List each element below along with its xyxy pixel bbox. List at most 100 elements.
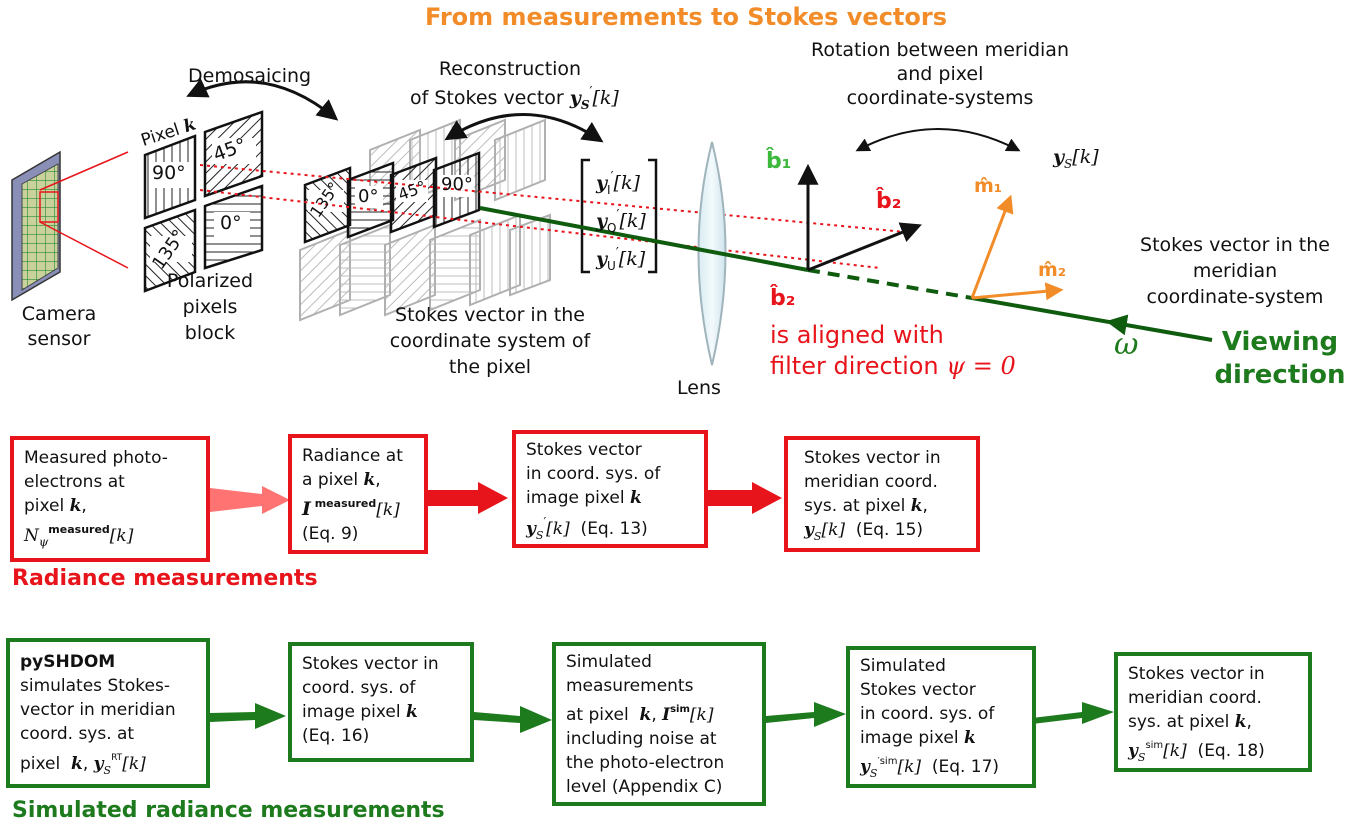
s2-line2: coord. sys. of bbox=[302, 678, 416, 698]
s5-line3: sys. at pixel k, bbox=[1128, 712, 1252, 732]
demosaicing-label: Demosaicing bbox=[188, 65, 312, 87]
s2-line4: (Eq. 16) bbox=[302, 726, 370, 746]
b2-aligned-line2: filter direction bbox=[770, 352, 939, 380]
reconstruction-line1: Reconstruction bbox=[438, 58, 582, 80]
r2-line4: (Eq. 9) bbox=[302, 524, 359, 544]
psi-equation: ψ = 0 bbox=[946, 352, 1016, 380]
reconstruction-arrow bbox=[444, 113, 604, 143]
s3-line5: the photo-electron bbox=[566, 753, 725, 773]
r3-line1: Stokes vector bbox=[526, 440, 642, 460]
s4-line5: yS′sim[k] (Eq. 17) bbox=[860, 756, 1000, 780]
b-axes bbox=[797, 163, 922, 272]
lens-label: Lens bbox=[677, 377, 721, 399]
s4-line2: Stokes vector bbox=[860, 680, 976, 700]
radiance-measurements-label: Radiance measurements bbox=[12, 566, 318, 591]
s1-line5: pixel k, ySRT[k] bbox=[20, 753, 146, 777]
s2-line1: Stokes vector in bbox=[302, 654, 439, 674]
m-axes bbox=[970, 194, 1064, 301]
rotation-arrow bbox=[855, 128, 1021, 152]
camera-line1: Camera bbox=[21, 303, 97, 325]
r4-line2: meridian coord. bbox=[804, 472, 938, 492]
b2-label-top: b̂₂ bbox=[876, 189, 902, 214]
r3-line3: image pixel k bbox=[526, 488, 642, 508]
simulated-box-1: pySHDOM simulates Stokes- vector in meri… bbox=[6, 638, 210, 788]
s1-line1: pySHDOM bbox=[20, 652, 116, 672]
rotation-line1: Rotation between meridian bbox=[810, 39, 1069, 61]
r2-line1: Radiance at bbox=[302, 446, 403, 466]
s2-line3: image pixel k bbox=[302, 702, 418, 722]
stokes-pixel-label: Stokes vector in the coordinate system o… bbox=[360, 302, 620, 380]
stokes-pixel-line2: coordinate system of bbox=[389, 330, 591, 352]
s3-line2: measurements bbox=[566, 676, 694, 696]
stokes-meridian-label: Stokes vector in the meridian coordinate… bbox=[1110, 232, 1360, 310]
s4-line4: image pixel k bbox=[860, 728, 976, 748]
viewing-direction-label: Viewing direction bbox=[1200, 326, 1360, 392]
b2-label-bottom: b̂₂ bbox=[770, 286, 796, 311]
reconstruction-label: Reconstruction of Stokes vector yS′[k] bbox=[410, 58, 619, 112]
rotation-label: Rotation between meridian and pixel coor… bbox=[760, 38, 1120, 110]
r1-line4: Nψmeasured[k] bbox=[24, 523, 134, 549]
s1-line2: simulates Stokes- bbox=[20, 676, 170, 696]
polarized-pixels-label: Polarized pixels block bbox=[150, 268, 270, 346]
ys-k-label: yS[k] bbox=[1053, 146, 1099, 171]
red-dotted-rays bbox=[199, 164, 906, 269]
diagram-title: From measurements to Stokes vectors bbox=[424, 3, 948, 31]
s1-line3: vector in meridian bbox=[20, 700, 176, 720]
simulated-box-5: Stokes vector in meridian coord. sys. at… bbox=[1114, 652, 1312, 772]
polarized-line2: pixels bbox=[182, 296, 238, 318]
s4-line1: Simulated bbox=[860, 656, 946, 676]
s5-line1: Stokes vector in bbox=[1128, 664, 1265, 684]
s3-line1: Simulated bbox=[566, 652, 652, 672]
stokes-meridian-line1: Stokes vector in the bbox=[1140, 234, 1330, 256]
m2-label: m̂₂ bbox=[1038, 259, 1067, 281]
vector-entry-I: yI′[k] bbox=[596, 170, 640, 197]
camera-sensor-label: Camera sensor bbox=[14, 302, 104, 352]
r3-line2: in coord. sys. of bbox=[526, 464, 661, 484]
simulated-box-3: Simulated measurements at pixel k, Isim[… bbox=[552, 642, 766, 806]
camera-line2: sensor bbox=[27, 328, 91, 350]
viewing-line2: direction bbox=[1214, 360, 1346, 390]
green-flow-arrows bbox=[210, 702, 1114, 733]
simulated-box-4: Simulated Stokes vector in coord. sys. o… bbox=[846, 646, 1036, 788]
stokes-pixel-line3: the pixel bbox=[448, 356, 532, 378]
m1-label: m̂₁ bbox=[974, 175, 1003, 197]
r2-line3: I measured[k] bbox=[302, 497, 400, 520]
s3-line4: including noise at bbox=[566, 729, 717, 749]
radiance-box-2: Radiance at a pixel k, I measured[k] (Eq… bbox=[288, 434, 428, 554]
viewing-line1: Viewing bbox=[1221, 327, 1339, 357]
radiance-box-1: Measured photo- electrons at pixel k, Nψ… bbox=[10, 436, 210, 562]
viewing-line bbox=[479, 206, 1213, 342]
r1-line1: Measured photo- bbox=[24, 448, 168, 468]
r2-line2: a pixel k, bbox=[302, 470, 381, 490]
stokes-meridian-line3: coordinate-system bbox=[1146, 286, 1324, 308]
simulated-measurements-label: Simulated radiance measurements bbox=[12, 798, 445, 823]
vector-entry-Q: yQ′[k] bbox=[596, 208, 646, 235]
s1-line4: coord. sys. at bbox=[20, 724, 135, 744]
rotation-line3: coordinate-systems bbox=[846, 87, 1034, 109]
angle-0: 0° bbox=[220, 212, 242, 234]
polarized-pixel-block bbox=[143, 110, 264, 293]
angle-90: 90° bbox=[152, 162, 186, 184]
b1-label: b̂₁ bbox=[766, 149, 792, 174]
r4-line1: Stokes vector in bbox=[804, 448, 941, 468]
red-flow-arrows bbox=[210, 482, 782, 514]
omega-label: ω bbox=[1114, 327, 1139, 362]
r4-line4: yS[k] (Eq. 15) bbox=[804, 520, 924, 543]
s3-line3: at pixel k, Isim[k] bbox=[566, 704, 714, 725]
s4-line3: in coord. sys. of bbox=[860, 704, 995, 724]
r3-line4: yS′[k] (Eq. 13) bbox=[526, 515, 648, 542]
s5-line4: ySsim[k] (Eq. 18) bbox=[1128, 740, 1265, 764]
polarized-line3: block bbox=[184, 322, 236, 344]
r1-line3: pixel k, bbox=[24, 496, 87, 516]
radiance-box-4: Stokes vector in meridian coord. sys. at… bbox=[784, 436, 980, 552]
rotation-line2: and pixel bbox=[896, 63, 984, 85]
s5-line2: meridian coord. bbox=[1128, 688, 1262, 708]
simulated-box-2: Stokes vector in coord. sys. of image pi… bbox=[288, 642, 474, 762]
r1-line2: electrons at bbox=[24, 472, 125, 492]
b2-aligned-line1: is aligned with bbox=[770, 321, 944, 349]
radiance-box-3: Stokes vector in coord. sys. of image pi… bbox=[512, 430, 708, 548]
reconstruction-line2: of Stokes vector bbox=[410, 87, 564, 109]
stokes-meridian-line2: meridian bbox=[1192, 260, 1278, 282]
vector-brackets bbox=[580, 158, 658, 274]
b2-aligned-label: is aligned with filter direction ψ = 0 bbox=[770, 320, 1016, 382]
